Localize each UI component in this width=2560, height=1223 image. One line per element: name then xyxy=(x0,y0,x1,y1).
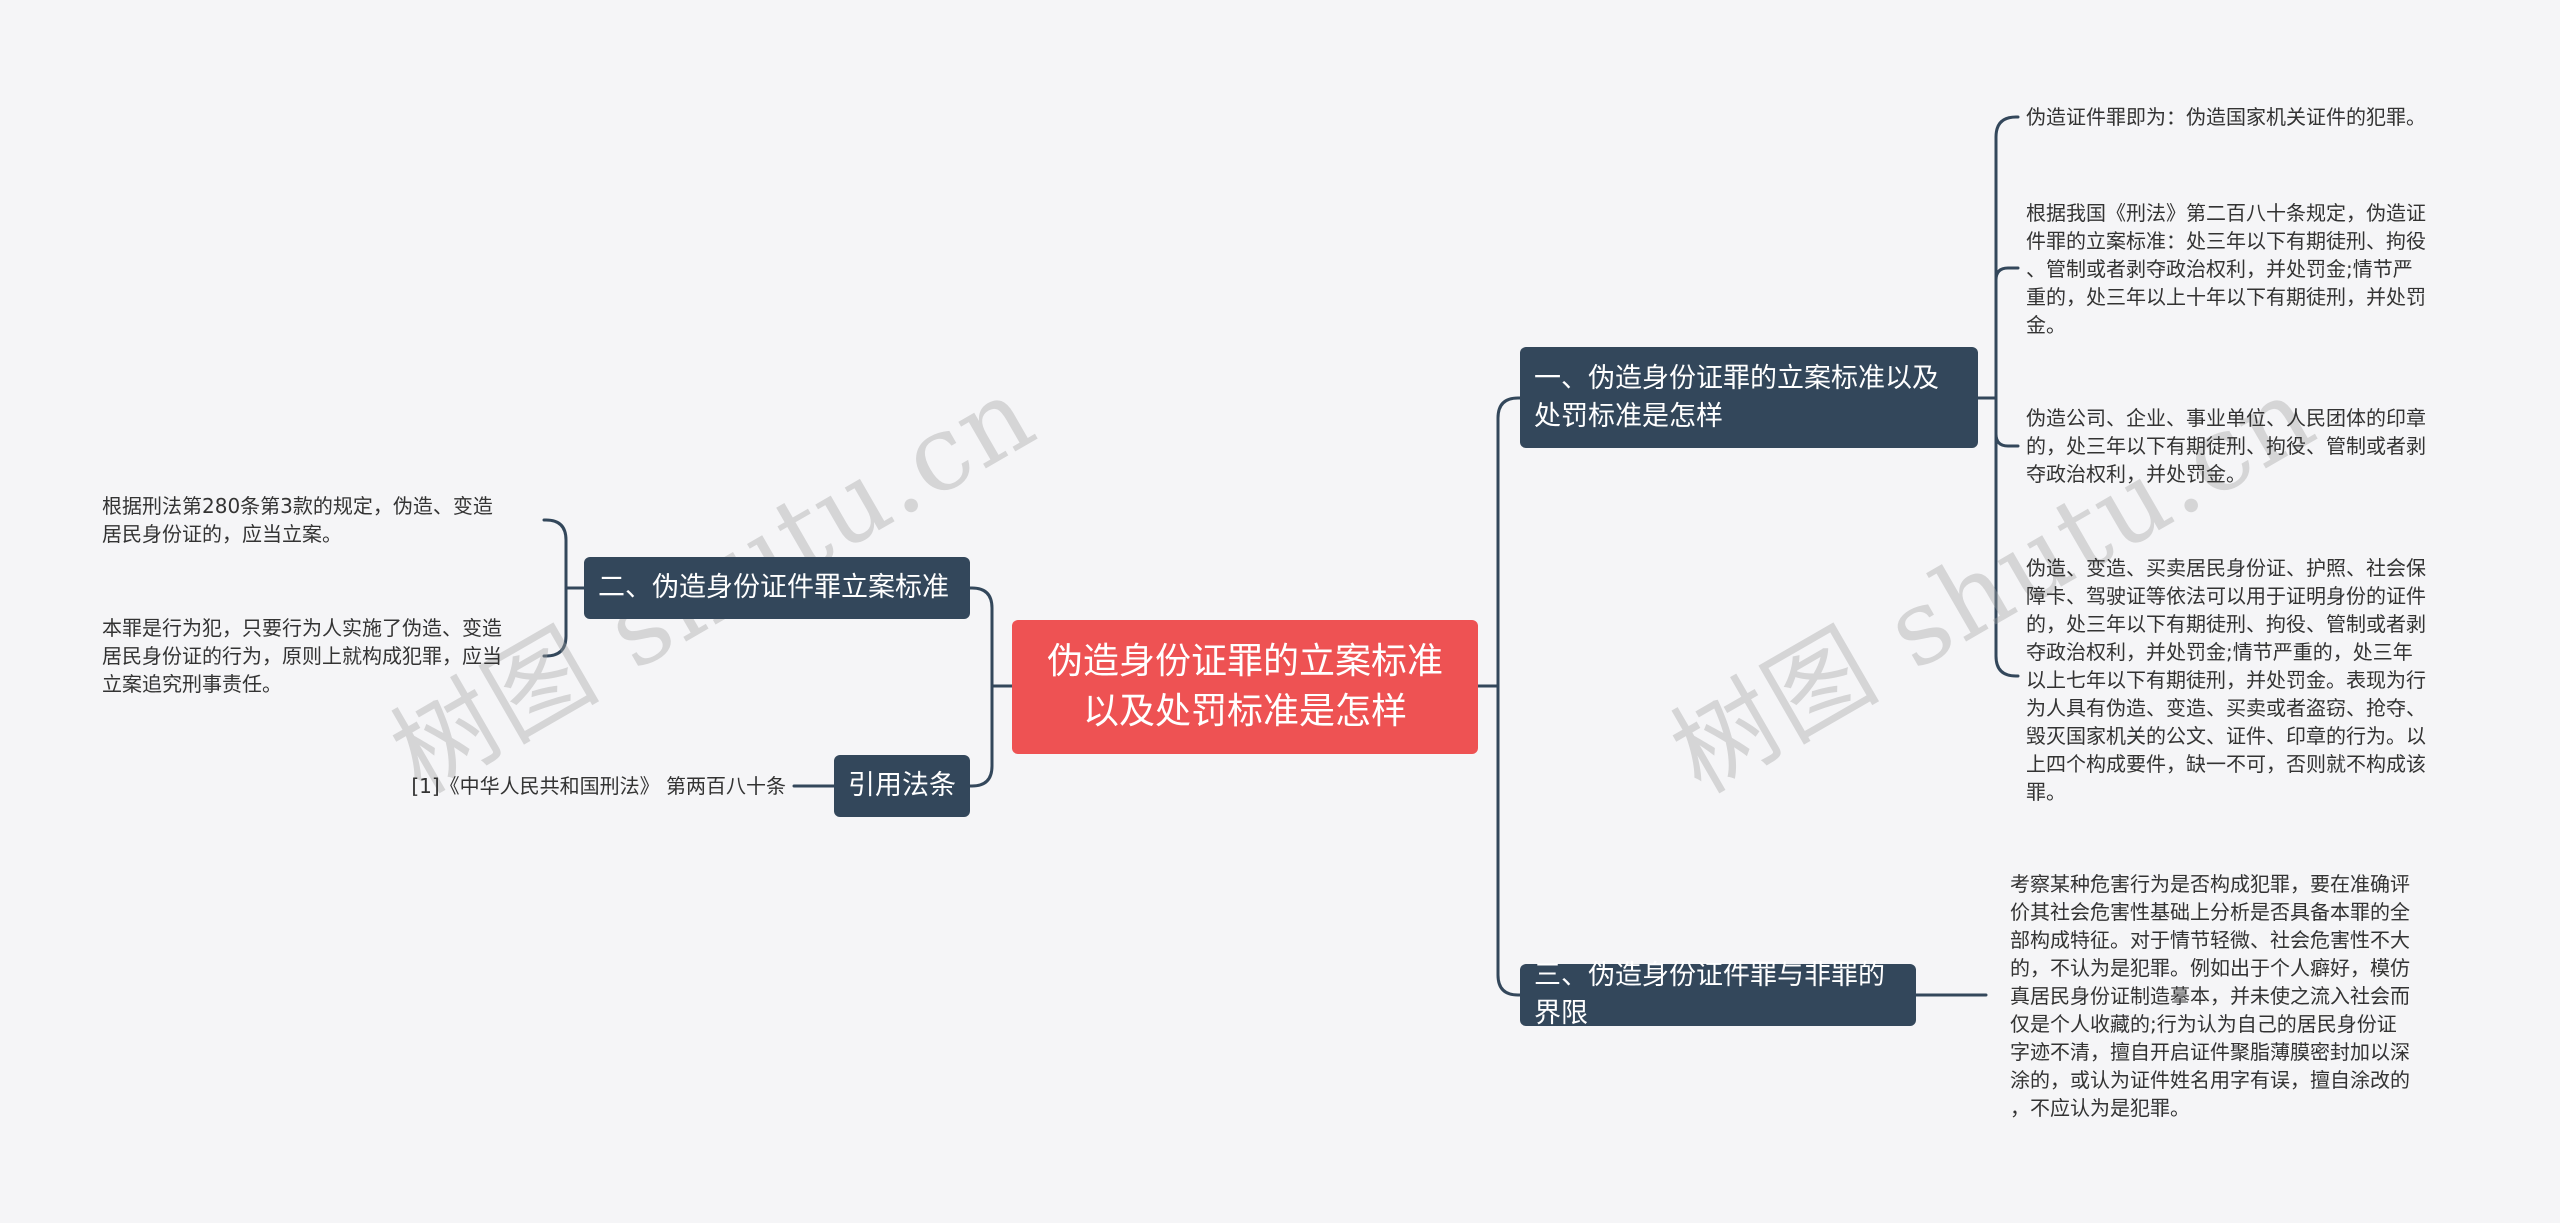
leaf-criminal-law-article: 根据我国《刑法》第二百八十条规定，伪造证 件罪的立案标准：处三年以下有期徒刑、拘… xyxy=(2026,201,2426,337)
branch-filing-and-penalty-standards[interactable]: 一、伪造身份证罪的立案标准以及 处罚标准是怎样 xyxy=(1520,347,1978,448)
leaf-identity-document-forgery: 伪造、变造、买卖居民身份证、护照、社会保 障卡、驾驶证等依法可以用于证明身份的证… xyxy=(2026,556,2426,804)
connector-b1-l3 xyxy=(1976,396,2020,448)
leaf-definition: 伪造证件罪即为：伪造国家机关证件的犯罪。 xyxy=(2026,105,2426,129)
connector-b2-l6 xyxy=(542,586,586,658)
connector-root-b4 xyxy=(968,684,1014,788)
leaf-article-280: 根据刑法第280条第3款的规定，伪造、变造 居民身份证的，应当立案。 xyxy=(102,494,493,546)
connector-root-b3 xyxy=(1476,684,1522,997)
connector-root-b2 xyxy=(968,586,1014,688)
leaf-seal-forgery: 伪造公司、企业、事业单位、人民团体的印章 的，处三年以下有期徒刑、拘役、管制或者… xyxy=(2026,406,2426,486)
leaf-crime-boundary: 考察某种危害行为是否构成犯罪，要在准确评 价其社会危害性基础上分析是否具备本罪的… xyxy=(2010,872,2410,1120)
root-topic[interactable]: 伪造身份证罪的立案标准 以及处罚标准是怎样 xyxy=(1012,620,1478,754)
connector-b2-l5 xyxy=(542,518,586,590)
leaf-law-citation: [1]《中华人民共和国刑法》 第两百八十条 xyxy=(411,774,786,798)
leaf-conduct-offense: 本罪是行为犯，只要行为人实施了伪造、变造 居民身份证的行为，原则上就构成犯罪，应… xyxy=(102,616,502,696)
connector-b1-l2 xyxy=(1976,266,2020,400)
branch-cited-law[interactable]: 引用法条 xyxy=(834,755,970,817)
branch-crime-vs-non-crime[interactable]: 三、伪造身份证件罪与非罪的界限 xyxy=(1520,960,1916,1029)
connector-b1-l4 xyxy=(1976,396,2020,678)
connector-root-b1 xyxy=(1476,396,1522,688)
branch-filing-standard[interactable]: 二、伪造身份证件罪立案标准 xyxy=(584,557,970,619)
connector-b1-l1 xyxy=(1976,115,2020,400)
